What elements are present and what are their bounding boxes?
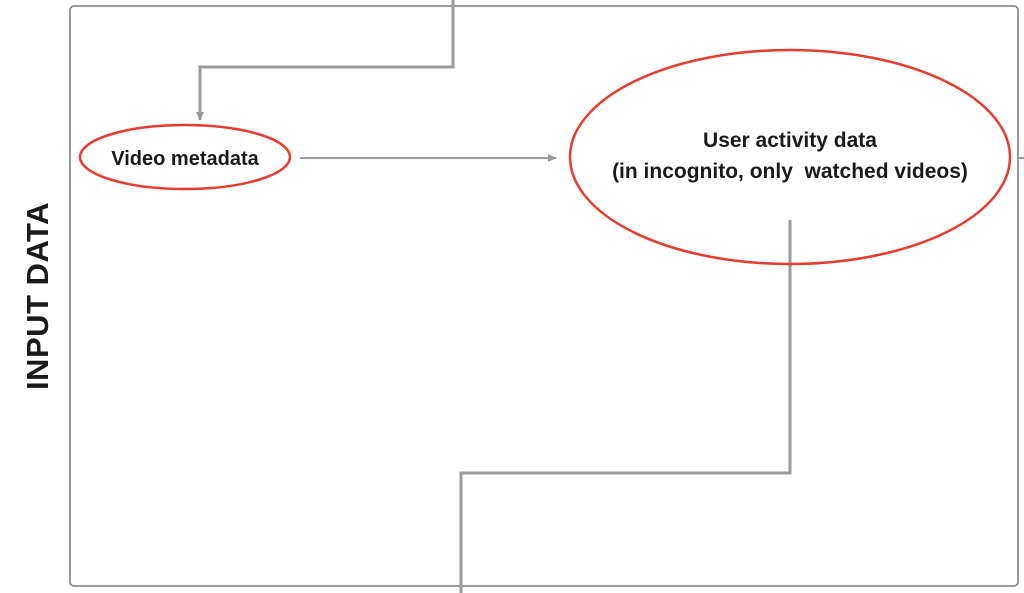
input-data-section-label: INPUT DATA [20,201,55,391]
video-metadata-ellipse [78,123,292,191]
incoming-connector [196,0,455,121]
input-data-frame [69,5,1019,587]
video-metadata-label: Video metadata [111,148,259,170]
outgoing-connector [459,220,792,593]
user-activity-subtitle: (in incognito, only watched videos) [612,160,968,183]
user-activity-ellipse [568,48,1012,266]
user-activity-title: User activity data [703,129,877,152]
